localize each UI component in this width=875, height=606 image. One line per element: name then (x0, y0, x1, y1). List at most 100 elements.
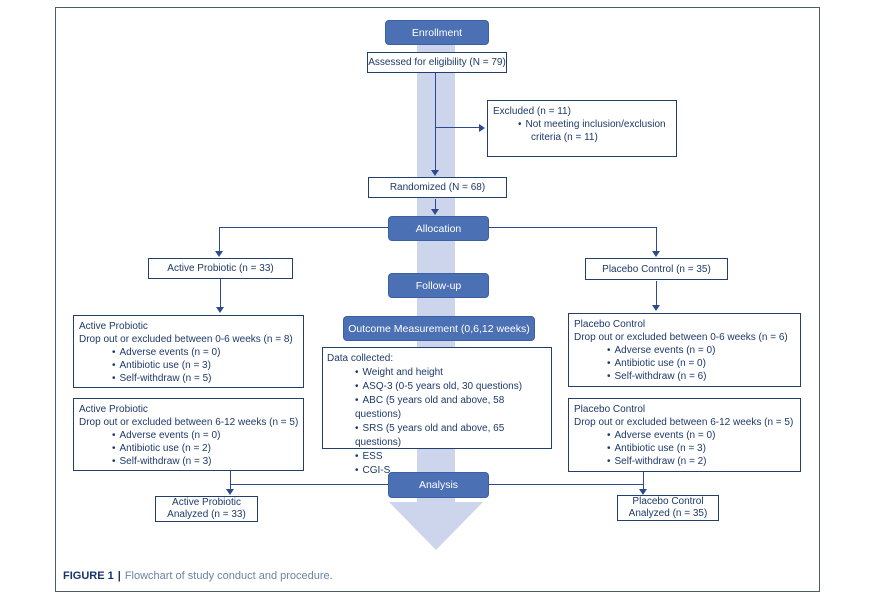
arrowhead-into-placebo-dropout (652, 305, 660, 311)
bullet-line: •Antibiotic use (n = 3) (607, 442, 800, 455)
dropout-line: Placebo Control (574, 319, 646, 330)
dropout-line: Drop out or excluded between 6-12 weeks … (574, 417, 794, 428)
bullet-icon: • (355, 367, 359, 378)
figure-caption: FIGURE 1|Flowchart of study conduct and … (63, 570, 333, 582)
node-active-dropout-0-6: Active Probiotic Drop out or excluded be… (73, 315, 304, 388)
bullet-icon: • (607, 371, 611, 382)
bullet-line: •ESS (355, 450, 551, 464)
bullet-icon: • (112, 373, 116, 384)
node-placebo-dropout-0-6: Placebo Control Drop out or excluded bet… (568, 313, 801, 387)
bullet-text: SRS (5 years old and above, 65 questions… (355, 423, 505, 448)
bullet-line: •Adverse events (n = 0) (607, 344, 800, 357)
node-placebo-dropout-6-12: Placebo Control Drop out or excluded bet… (568, 398, 801, 472)
bullet-text: Self-withdraw (n = 5) (119, 373, 212, 384)
bullet-line: •Antibiotic use (n = 2) (112, 442, 303, 455)
bullet-line: •Self-withdraw (n = 3) (112, 455, 303, 468)
bullet-text: Antibiotic use (n = 2) (119, 443, 211, 454)
bullet-icon: • (112, 430, 116, 441)
bullet-text: Adverse events (n = 0) (119, 430, 221, 441)
arrowhead-into-placebo-analyzed (639, 489, 647, 495)
bullet-line: •Self-withdraw (n = 6) (607, 370, 800, 383)
connector-to-placebo-analyzed (643, 472, 644, 489)
bullet-line: •Antibiotic use (n = 3) (112, 359, 303, 372)
flow-band-arrow-head (389, 502, 483, 550)
node-excluded: Excluded (n = 11) •Not meeting inclusion… (487, 100, 677, 157)
figure-caption-label: FIGURE 1 (63, 570, 114, 582)
dropout-line: Drop out or excluded between 6-12 weeks … (79, 417, 299, 428)
bullet-text: CGI-S (362, 465, 391, 476)
node-active-dropout-6-12: Active Probiotic Drop out or excluded be… (73, 398, 304, 471)
connector-placebo-to-dropout (656, 281, 657, 305)
bullet-icon: • (355, 395, 359, 406)
excluded-bullet-line: •Not meeting inclusion/exclusion (518, 118, 676, 131)
node-active-analyzed: Active Probiotic Analyzed (n = 33) (155, 496, 258, 522)
bullet-icon: • (112, 443, 116, 454)
bullet-text: Self-withdraw (n = 6) (614, 371, 707, 382)
connector-randomized-allocation (435, 199, 436, 209)
excluded-title: Excluded (n = 11) (493, 106, 571, 117)
analyzed-line: Analyzed (n = 35) (628, 508, 708, 519)
dropout-line: Placebo Control (574, 404, 646, 415)
bullet-line: •CGI-S (355, 464, 551, 478)
connector-to-active-analyzed (230, 471, 231, 489)
connector-assessed-randomized (435, 73, 436, 170)
node-assessed: Assessed for eligibility (N = 79) (367, 52, 507, 73)
stage-enrollment: Enrollment (385, 20, 489, 45)
bullet-text: Adverse events (n = 0) (119, 347, 221, 358)
bullet-text: Adverse events (n = 0) (614, 345, 716, 356)
analyzed-line: Active Probiotic (172, 496, 241, 508)
bullet-line: •ASQ-3 (0-5 years old, 30 questions) (355, 380, 551, 394)
excluded-bullet-text: Not meeting inclusion/exclusion (525, 119, 666, 130)
bullet-icon: • (607, 358, 611, 369)
bullet-text: Antibiotic use (n = 3) (119, 360, 211, 371)
node-active-probiotic: Active Probiotic (n = 33) (148, 258, 293, 279)
bullet-text: Antibiotic use (n = 3) (614, 443, 706, 454)
node-placebo-analyzed: Placebo Control Analyzed (n = 35) (617, 495, 719, 521)
bullet-icon: • (518, 119, 522, 130)
bullet-line: •Adverse events (n = 0) (112, 346, 303, 359)
bullet-icon: • (607, 443, 611, 454)
arrowhead-into-excluded (479, 124, 485, 132)
bullet-text: Antibiotic use (n = 0) (614, 358, 706, 369)
connector-branch-right (656, 227, 657, 251)
connector-active-to-dropout (220, 279, 221, 307)
bullet-line: •Self-withdraw (n = 2) (607, 455, 800, 468)
data-collected-title: Data collected: (327, 353, 394, 364)
stage-outcome-measurement: Outcome Measurement (0,6,12 weeks) (343, 316, 535, 341)
arrowhead-into-active-probiotic (215, 251, 223, 257)
bullet-icon: • (355, 423, 359, 434)
node-placebo-control: Placebo Control (n = 35) (585, 258, 728, 280)
excluded-bullet-continuation: criteria (n = 11) (531, 132, 598, 143)
dropout-line: Active Probiotic (79, 404, 148, 415)
bullet-line: •Weight and height (355, 366, 551, 380)
bullet-text: ESS (362, 451, 383, 462)
figure-caption-separator: | (117, 570, 121, 582)
connector-branch-left (219, 227, 220, 251)
arrowhead-into-allocation (431, 209, 439, 215)
bullet-icon: • (355, 465, 359, 476)
bullet-icon: • (607, 456, 611, 467)
arrowhead-into-active-analyzed (226, 489, 234, 495)
bullet-text: Self-withdraw (n = 3) (119, 456, 212, 467)
bullet-icon: • (112, 456, 116, 467)
bullet-text: Weight and height (362, 367, 443, 378)
figure-caption-text: Flowchart of study conduct and procedure… (124, 570, 333, 582)
connector-to-excluded (436, 127, 479, 128)
bullet-icon: • (355, 381, 359, 392)
bullet-line: •SRS (5 years old and above, 65 question… (355, 422, 551, 450)
arrowhead-into-randomized (431, 170, 439, 176)
node-data-collected: Data collected: •Weight and height •ASQ-… (322, 347, 552, 476)
bullet-icon: • (607, 345, 611, 356)
bullet-text: ABC (5 years old and above, 58 questions… (355, 395, 505, 420)
analyzed-line: Analyzed (n = 33) (167, 509, 246, 520)
bullet-text: ASQ-3 (0-5 years old, 30 questions) (362, 381, 523, 392)
stage-followup: Follow-up (388, 273, 489, 298)
bullet-icon: • (607, 430, 611, 441)
bullet-line: •Adverse events (n = 0) (112, 429, 303, 442)
bullet-icon: • (112, 347, 116, 358)
bullet-line: •Adverse events (n = 0) (607, 429, 800, 442)
dropout-line: Drop out or excluded between 0-6 weeks (… (574, 332, 788, 343)
bullet-line: •Antibiotic use (n = 0) (607, 357, 800, 370)
stage-analysis: Analysis (388, 472, 489, 498)
